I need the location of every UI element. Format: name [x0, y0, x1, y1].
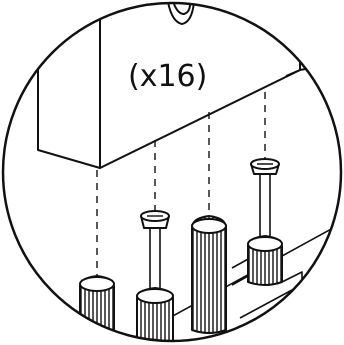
alignment-lines [96, 92, 266, 276]
standoff-4-with-screw [247, 158, 283, 286]
standoff-1 [79, 275, 115, 341]
standoff-3 [191, 215, 227, 334]
quantity-label: (x16) [128, 59, 207, 94]
standoff-2-with-screw [136, 210, 174, 341]
top-screw-head [167, 3, 195, 25]
